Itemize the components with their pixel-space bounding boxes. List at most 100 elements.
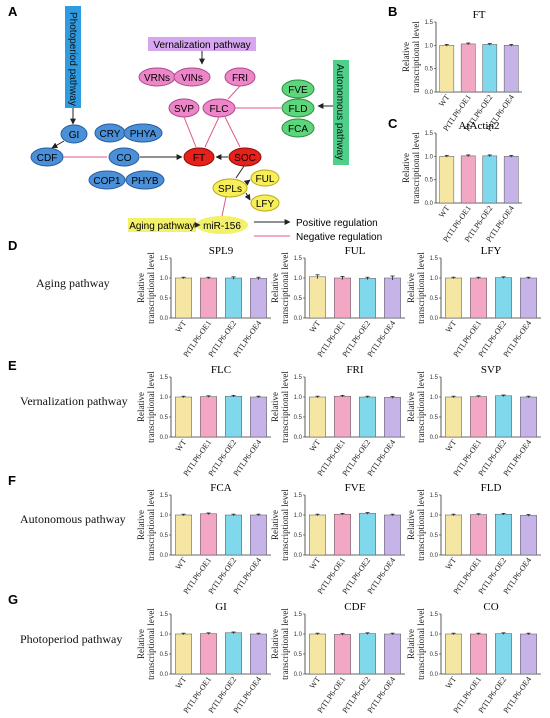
category-label: WT xyxy=(437,93,452,108)
panel-label-c: C xyxy=(388,116,398,131)
y-tick-label: 1.0 xyxy=(425,154,434,160)
category-label: WT xyxy=(308,319,323,334)
y-tick-label: 0.5 xyxy=(160,533,169,539)
bar xyxy=(495,513,512,556)
y-tick-label: 0.0 xyxy=(430,553,439,559)
svg-text:VINs: VINs xyxy=(181,73,203,84)
y-axis-label: Relativetranscriptional level xyxy=(136,489,156,561)
y-tick-label: 0.5 xyxy=(160,296,169,302)
node-gi: GI xyxy=(60,124,88,144)
y-tick-label: 0.0 xyxy=(160,672,169,678)
y-tick-label: 0.5 xyxy=(425,67,434,73)
chart-title: SVP xyxy=(481,364,501,376)
edge-spls-lfy xyxy=(244,192,251,201)
aging-pathway-label: Aging pathway xyxy=(129,221,195,232)
chart-title: LFY xyxy=(481,245,502,257)
bar xyxy=(334,513,351,556)
bar xyxy=(460,155,476,204)
y-axis-label: Relativetranscriptional level xyxy=(406,252,426,324)
category-label: WT xyxy=(444,675,459,690)
y-tick-label: 0.5 xyxy=(430,533,439,539)
legend-positive-label: Positive regulation xyxy=(296,218,378,229)
y-tick-label: 0.0 xyxy=(160,435,169,441)
pathway-diagram: Photoperiod pathway Vernalization pathwa… xyxy=(30,6,382,243)
y-tick-label: 1.0 xyxy=(160,513,169,519)
svg-text:CO: CO xyxy=(117,153,132,164)
svg-text:CRY: CRY xyxy=(100,129,121,140)
node-soc: SOC xyxy=(228,147,262,167)
svg-text:FCA: FCA xyxy=(288,124,308,135)
category-label: WT xyxy=(174,675,189,690)
bar xyxy=(470,633,487,675)
y-axis-label: Relativetranscriptional level xyxy=(270,252,290,324)
y-tick-label: 1.5 xyxy=(294,256,303,262)
y-tick-label: 0.0 xyxy=(425,201,434,207)
y-tick-label: 1.0 xyxy=(160,395,169,401)
category-label: WT xyxy=(444,556,459,571)
y-tick-label: 0.0 xyxy=(294,435,303,441)
bar xyxy=(359,396,376,438)
photoperiod-pathway-label: Photoperiod pathway xyxy=(67,12,78,106)
y-tick-label: 1.5 xyxy=(294,493,303,499)
bar xyxy=(470,277,487,319)
y-tick-label: 1.0 xyxy=(425,43,434,49)
node-fld: FLD xyxy=(281,98,315,118)
bar xyxy=(250,278,267,319)
bar xyxy=(175,514,192,556)
svg-text:FRI: FRI xyxy=(232,73,248,84)
node-phyb: PHYB xyxy=(125,170,165,190)
node-mir156: miR-156 xyxy=(203,221,241,232)
vernalization-banner xyxy=(148,37,256,51)
y-axis-label: Relativetranscriptional level xyxy=(136,371,156,443)
category-label: WT xyxy=(308,438,323,453)
y-axis-label: Relativetranscriptional level xyxy=(270,608,290,680)
autonomous-pathway-label: Autonomous pathway xyxy=(334,64,345,160)
svg-text:GI: GI xyxy=(69,130,80,141)
bar xyxy=(200,633,217,675)
y-axis-label: Relativetranscriptional level xyxy=(406,608,426,680)
chart-title: CDF xyxy=(344,601,365,613)
y-tick-label: 0.5 xyxy=(430,652,439,658)
bar xyxy=(175,396,192,438)
row-label-aging: Aging pathway xyxy=(36,276,110,290)
chart-title: FT xyxy=(473,9,486,21)
category-label: WT xyxy=(308,556,323,571)
bar xyxy=(503,156,519,204)
node-lfy: LFY xyxy=(250,194,280,212)
bar xyxy=(439,45,455,93)
y-tick-label: 1.0 xyxy=(294,395,303,401)
bar xyxy=(200,513,217,556)
edge-fri-flc xyxy=(227,85,241,100)
y-tick-label: 1.0 xyxy=(430,395,439,401)
chart-title: CO xyxy=(483,601,498,613)
y-tick-label: 0.0 xyxy=(430,435,439,441)
bar xyxy=(495,633,512,675)
y-tick-label: 1.5 xyxy=(160,375,169,381)
chart-title: GI xyxy=(215,601,227,613)
y-tick-label: 1.0 xyxy=(160,632,169,638)
y-tick-label: 0.0 xyxy=(425,90,434,96)
bar xyxy=(200,396,217,438)
y-tick-label: 0.0 xyxy=(294,316,303,322)
y-tick-label: 1.0 xyxy=(294,632,303,638)
panel-label-d: D xyxy=(8,238,17,253)
y-tick-label: 0.5 xyxy=(294,296,303,302)
vernalization-pathway-label: Vernalization pathway xyxy=(153,40,250,51)
bar xyxy=(445,633,462,675)
bar xyxy=(175,633,192,675)
bar xyxy=(470,396,487,438)
chart-title: FVE xyxy=(345,482,366,494)
node-fri: FRI xyxy=(224,67,256,87)
bar xyxy=(359,633,376,675)
y-tick-label: 1.5 xyxy=(430,375,439,381)
bar xyxy=(175,277,192,319)
bar xyxy=(225,514,242,556)
edge-spls-ful xyxy=(243,179,251,186)
bar xyxy=(309,396,326,438)
bar xyxy=(439,156,455,204)
bar xyxy=(309,514,326,556)
